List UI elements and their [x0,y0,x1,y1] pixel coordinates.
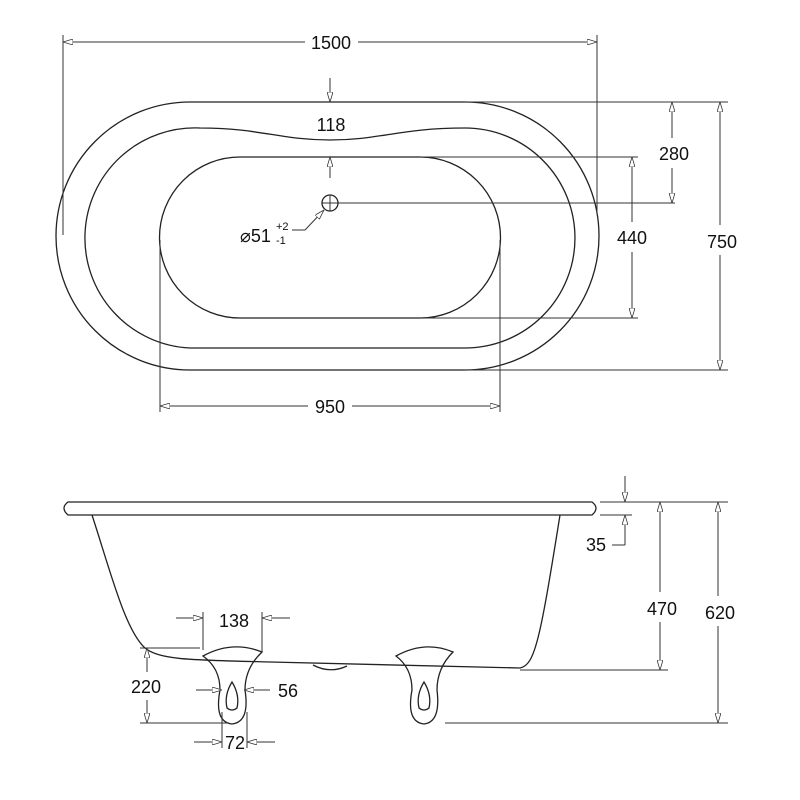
drain-offset-value: 280 [659,144,689,164]
dimension-overall-width: 750 [465,102,737,371]
dimension-foot-base: 72 [194,712,275,753]
foot-right [394,646,455,725]
drain-tolerance-minus: -1 [276,235,286,247]
foot-left [201,646,264,725]
drain-symbol [292,194,675,231]
foot-height-value: 220 [131,677,161,697]
dimension-inner-length: 950 [159,240,501,417]
inner-length-value: 950 [315,397,345,417]
dimension-foot-neck: 56 [196,681,298,701]
overall-width-value: 750 [707,232,737,252]
foot-base-value: 72 [225,733,245,753]
foot-spacing-value: 138 [219,611,249,631]
dimension-rim-thickness: 35 [586,476,668,555]
body-height-value: 470 [647,599,677,619]
overall-length-value: 1500 [311,33,351,53]
drain-diameter-label: ⌀51 [240,226,271,246]
dimension-overall-length: 1500 [62,33,598,235]
tub-body-profile [91,514,561,669]
waste-outlet [312,664,348,671]
overall-height-value: 620 [705,603,735,623]
foot-neck-value: 56 [278,681,298,701]
rim-thickness-value: 35 [586,535,606,555]
dimension-foot-spacing: 138 [176,611,290,652]
top-view: ⌀51 +2 -1 1500 118 280 [55,33,737,417]
side-view: 35 470 620 138 [63,476,735,753]
dimension-drain-offset: 280 [465,101,728,203]
rim-width-value: 118 [317,115,346,135]
dimension-rim-width: 118 [317,78,346,178]
outer-rim-outline [55,101,600,371]
rim-profile [63,501,597,516]
dimension-body-height: 470 [520,501,728,671]
inner-basin-outline [158,156,502,319]
middle-rim-outline [84,127,576,349]
dimension-foot-height: 220 [131,647,228,724]
dimension-inner-width: 440 [420,156,647,319]
dimension-overall-height: 620 [445,502,735,724]
drain-tolerance-plus: +2 [276,221,289,233]
inner-width-value: 440 [617,228,647,248]
